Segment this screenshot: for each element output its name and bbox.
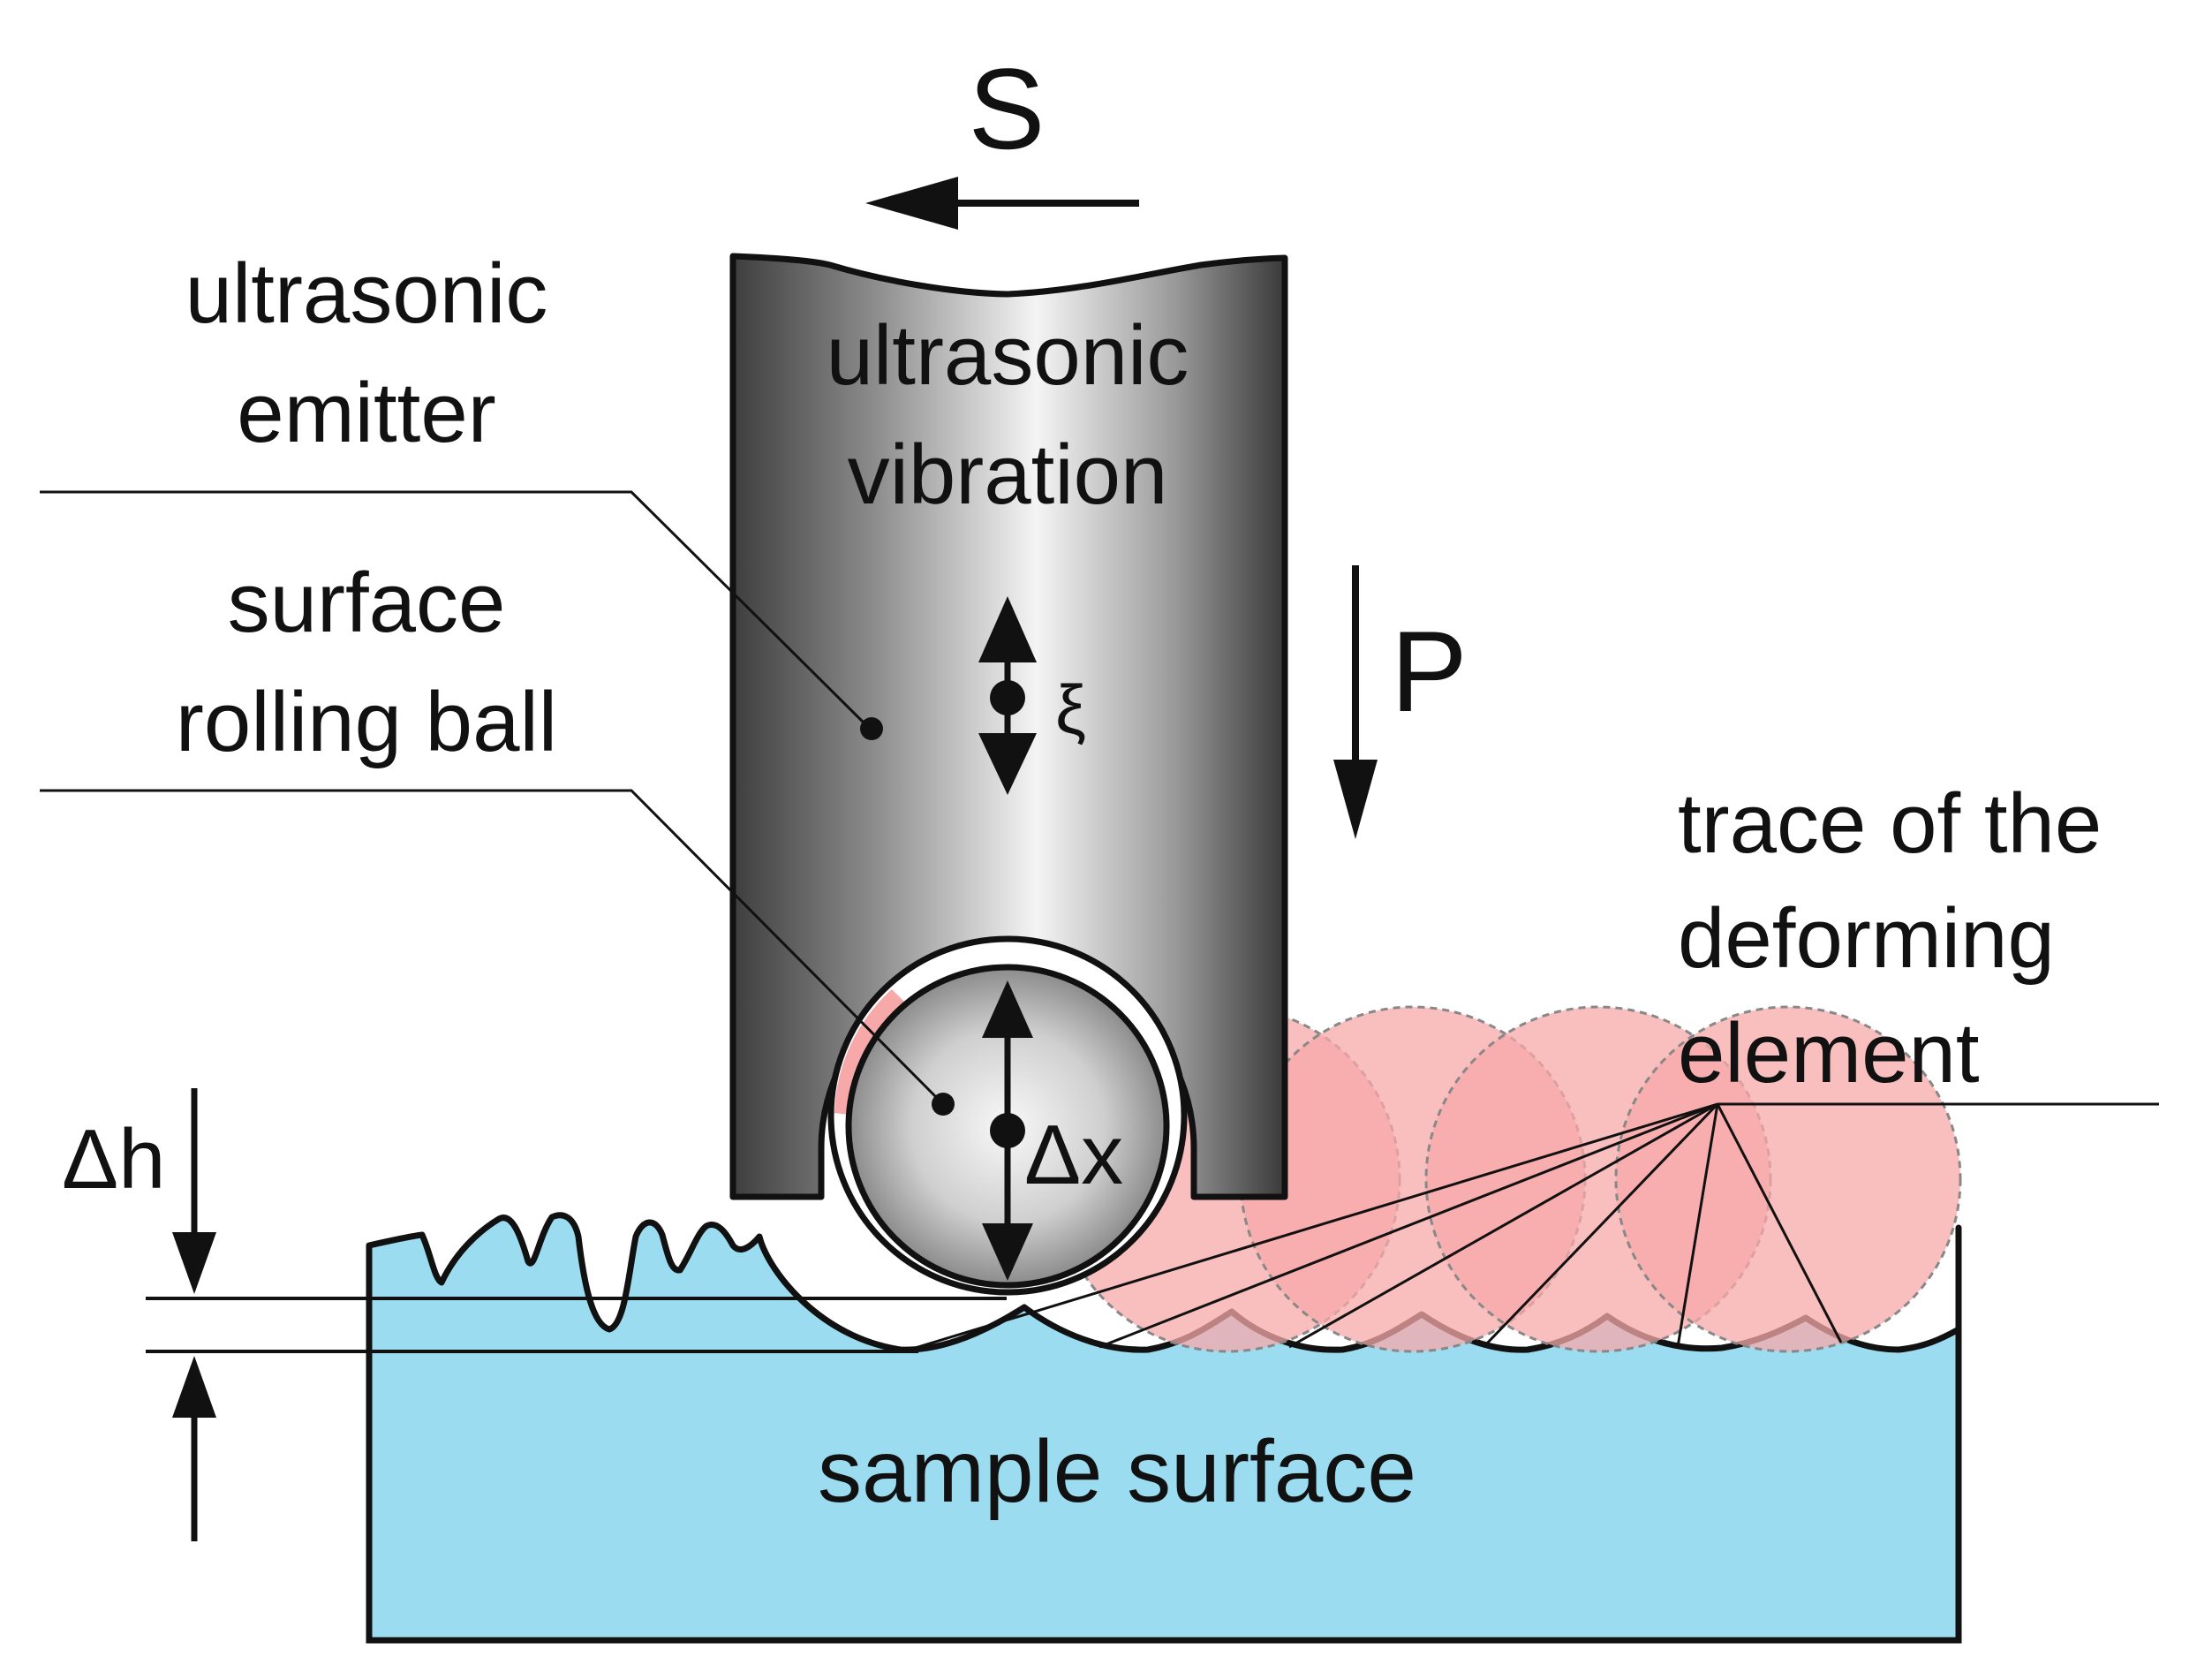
trace-circle-4 xyxy=(1614,1005,1962,1353)
trace-circles xyxy=(1053,1005,1962,1353)
label-surface-rolling-ball-line1: surface xyxy=(228,556,506,650)
label-ultrasonic-vibration-line2: vibration xyxy=(848,428,1168,522)
label-ball-displacement: Δx xyxy=(1024,1108,1123,1202)
vibration-double-arrow xyxy=(978,596,1037,795)
leader-emitter xyxy=(40,490,872,730)
label-trace-line1: trace of the xyxy=(1678,776,2102,871)
static-load-arrow xyxy=(1333,565,1378,839)
label-ultrasonic-vibration-line1: ultrasonic xyxy=(827,308,1189,403)
label-vibration-amplitude: ξ xyxy=(1055,670,1086,748)
displacement-double-arrow xyxy=(982,980,1033,1281)
trace-leader-fan xyxy=(909,1102,2159,1351)
leader-lines xyxy=(40,490,955,1116)
label-height-difference: Δh xyxy=(62,1112,166,1207)
sample-outline xyxy=(366,1245,1962,1644)
delta-h-arrows xyxy=(172,1088,216,1541)
label-ultrasonic-emitter-line2: emitter xyxy=(237,366,495,460)
label-feed-direction: S xyxy=(969,44,1046,173)
label-trace-line2: deforming xyxy=(1678,891,2055,986)
label-trace-line3: element xyxy=(1678,1006,1980,1101)
label-surface-rolling-ball-line2: rolling ball xyxy=(176,675,557,769)
feed-direction-arrow xyxy=(865,177,1139,230)
label-sample-surface: sample surface xyxy=(818,1422,1416,1521)
label-static-load: P xyxy=(1391,607,1468,736)
label-ultrasonic-emitter-line1: ultrasonic xyxy=(185,246,548,341)
leader-ball xyxy=(40,789,945,1106)
